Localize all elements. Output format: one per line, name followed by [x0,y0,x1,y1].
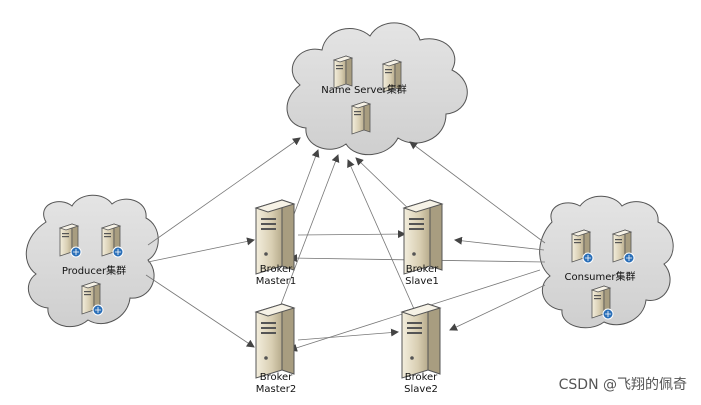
broker-master1-label-line2: Master1 [255,276,297,287]
master1-to-nameserver-arrow [289,149,320,226]
broker-master2-label-line1: Broker [259,372,293,383]
master2-to-nameserver-arrow [274,154,340,321]
consumer-to-nameserver-arrow [409,141,546,244]
consumer-label: Consumer集群 [564,272,636,283]
producer-machine-1 [60,224,81,257]
name-server-machine-3 [351,101,371,135]
broker-master2-label-line2: Master2 [255,384,297,395]
producer-label: Producer集群 [61,266,127,277]
consumer-to-slave1-arrow [454,236,545,251]
producer-to-master2-arrow [145,274,255,348]
slave1-to-nameserver-arrow [355,157,416,216]
broker-slave2-server [401,303,441,379]
broker-master2-server [255,303,295,379]
broker-master1-label-line1: Broker [259,264,293,275]
producer-machine-2 [102,224,123,257]
consumer-cloud [539,195,674,329]
broker-slave1-label-line1: Broker [405,264,439,275]
consumer-to-slave2-arrow [449,284,546,331]
name-server-label: Name Server集群 [321,85,407,96]
broker-slave2-label-line2: Slave2 [404,384,438,395]
master1-to-slave1-arrow [297,230,406,239]
slave2-to-nameserver-arrow [347,159,419,319]
master2-to-slave2-arrow [297,328,399,341]
broker-slave2-label-line1: Broker [404,372,438,383]
broker-slave1-server [403,199,443,275]
consumer-machine-2 [613,230,634,263]
name-server-cloud [286,22,468,156]
producer-cloud [25,194,159,328]
consumer-machine-3 [592,286,613,319]
consumer-machine-1 [572,230,593,263]
broker-slave1-label-line2: Slave1 [405,276,439,287]
producer-to-nameserver-arrow [147,137,301,246]
watermark: CSDN @飞翔的佩奇 [558,377,687,393]
producer-to-master1-arrow [147,237,255,263]
name-server-machine-1 [333,55,353,89]
producer-machine-3 [82,282,103,315]
broker-master1-server [255,199,295,275]
